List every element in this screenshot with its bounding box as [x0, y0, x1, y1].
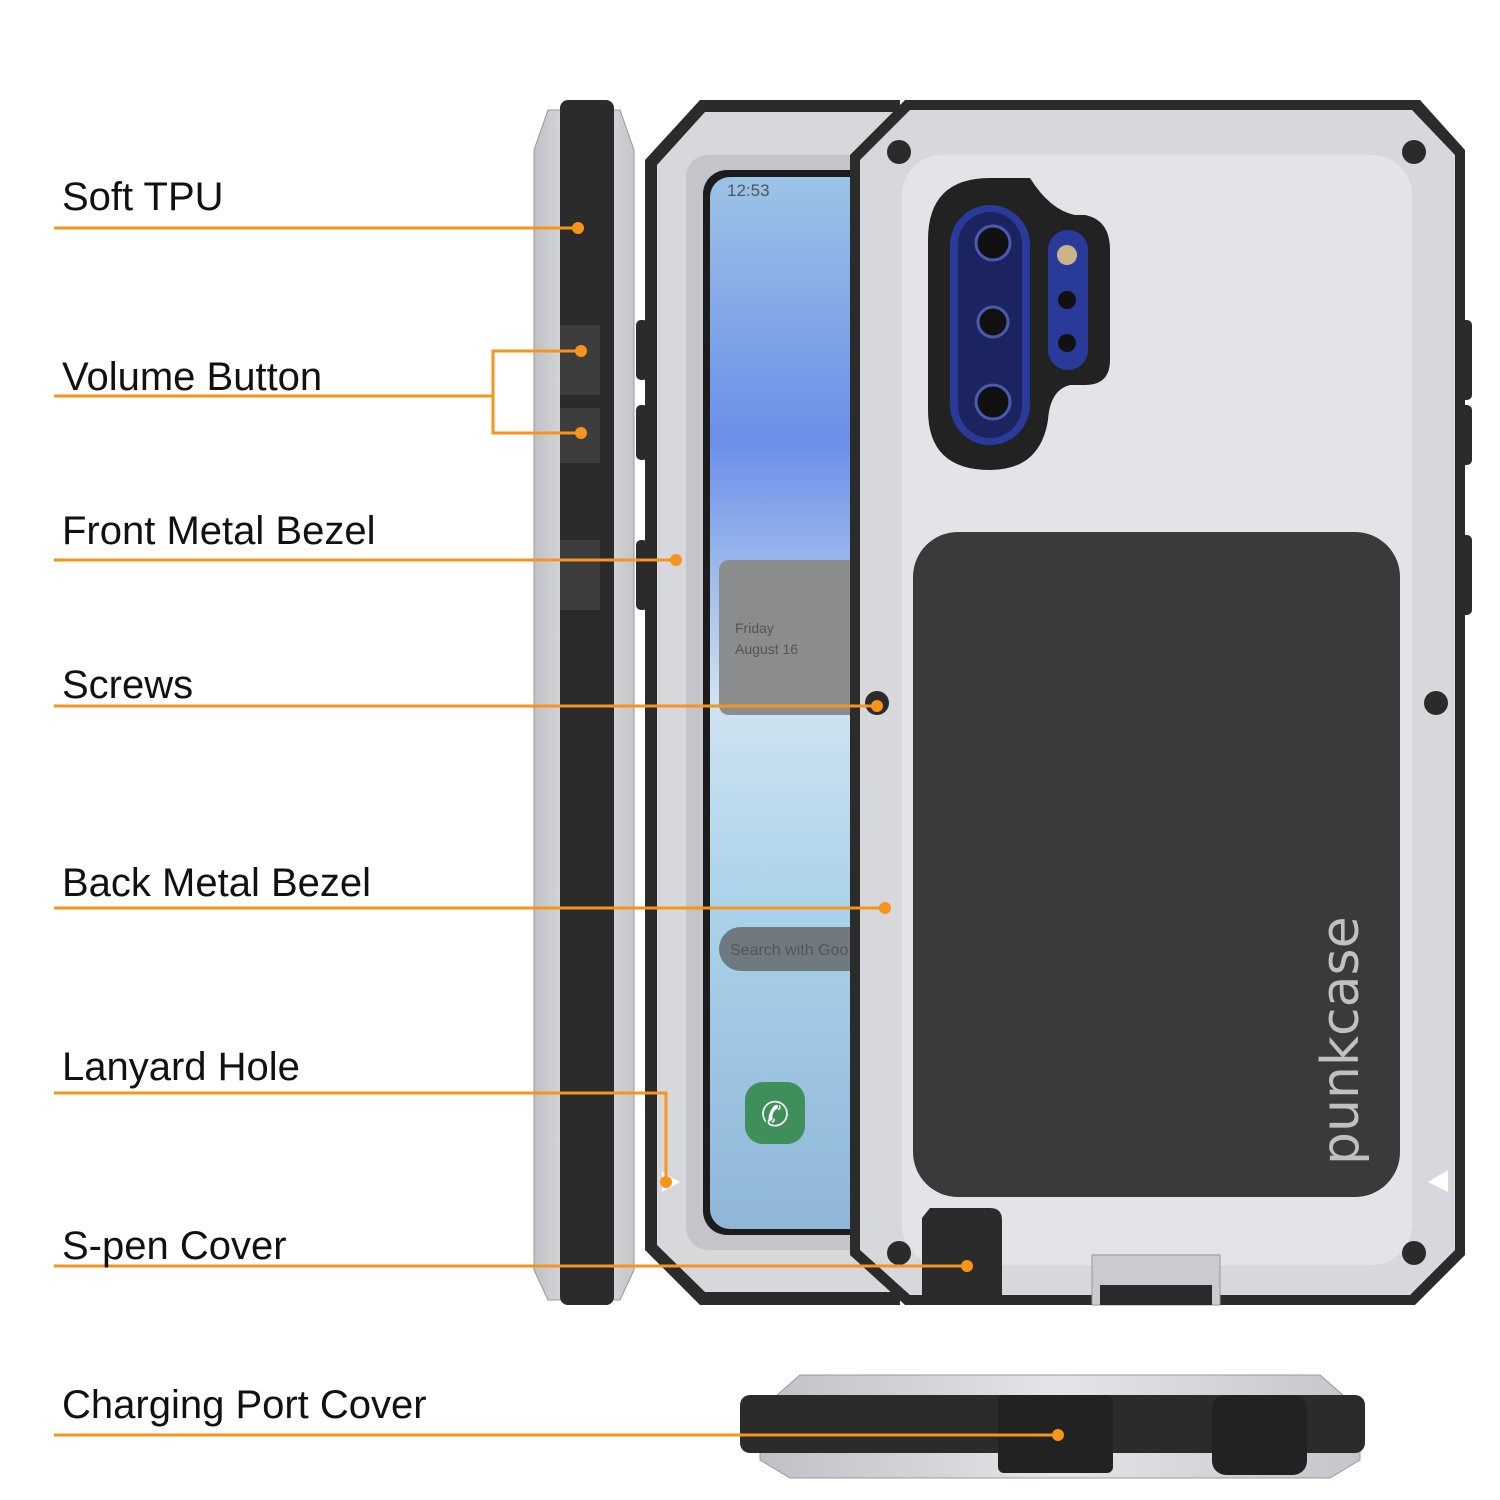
camera-lens-icon — [974, 383, 1012, 421]
widget-date: August 16 — [735, 641, 798, 657]
svg-text:✆: ✆ — [761, 1095, 790, 1135]
label-front-metal-bezel: Front Metal Bezel — [62, 509, 376, 553]
camera-lens-icon — [974, 224, 1012, 262]
leader-dots — [572, 222, 1064, 1441]
brand-logo: punkcase — [1311, 916, 1371, 1165]
label-volume-button: Volume Button — [62, 355, 323, 399]
phone-app-icon — [745, 1082, 805, 1144]
search-bar-text: Search with Goo — [730, 942, 848, 959]
s-pen-cover — [922, 1208, 1002, 1305]
back-view: punkcase — [850, 100, 1472, 1306]
back-panel — [913, 532, 1400, 1197]
side-view — [533, 100, 635, 1305]
bottom-view — [740, 1374, 1365, 1479]
label-charging-port-cover: Charging Port Cover — [62, 1383, 427, 1427]
label-soft-tpu: Soft TPU — [62, 175, 224, 219]
camera-lens-icon — [976, 305, 1010, 339]
widget-day: Friday — [735, 620, 774, 636]
charging-port-cover — [1100, 1285, 1212, 1305]
screen-time: 12:53 — [727, 181, 770, 200]
label-spen-cover: S-pen Cover — [62, 1224, 287, 1268]
label-screws: Screws — [62, 663, 194, 707]
label-lanyard-hole: Lanyard Hole — [62, 1045, 300, 1089]
leader-lanyard — [54, 1091, 668, 1182]
volume-up-button — [560, 325, 600, 395]
label-back-metal-bezel: Back Metal Bezel — [62, 861, 372, 905]
soft-tpu-strip — [560, 100, 614, 1305]
leader-volume-bracket — [491, 349, 581, 435]
flash-icon — [1057, 245, 1077, 265]
leader-lines — [54, 226, 1058, 1437]
